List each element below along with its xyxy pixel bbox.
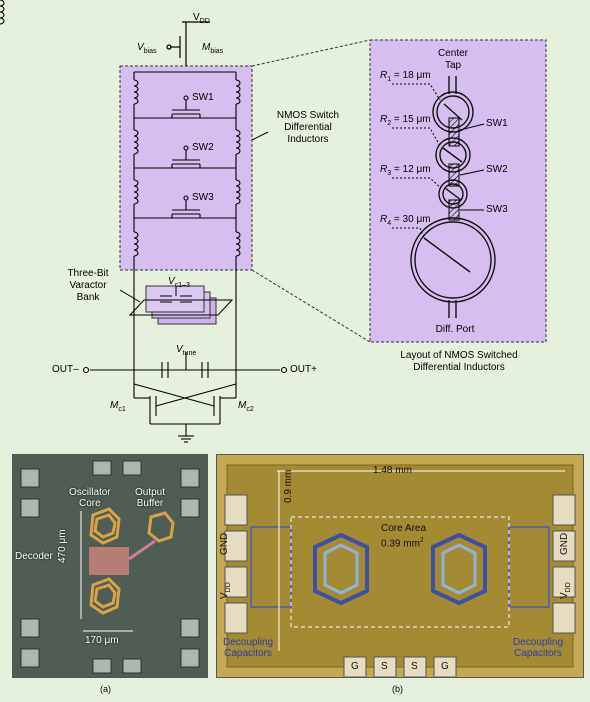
vc-label: Vc1–3 [168, 276, 190, 292]
connector-bottom [251, 269, 371, 343]
r1-text: R [380, 70, 388, 81]
pad-g-1: G [351, 661, 359, 672]
core-area-value: 0.39 mm2 [381, 535, 424, 549]
decoupling-right-label: Decoupling Capacitors [513, 637, 564, 659]
width-148-label: 1.48 mm [373, 465, 412, 476]
r2-label: R2 = 15 μm [380, 114, 431, 130]
vdd-left-label: VDD [219, 582, 234, 599]
out-minus-label: OUT– [52, 364, 79, 375]
nmos-switch-label: NMOS Switch Differential Inductors [276, 110, 340, 145]
sw1-label: SW1 [192, 92, 214, 103]
r3-text: R [380, 164, 388, 175]
radius-leaders [392, 83, 442, 239]
r2-value: = 15 μm [391, 114, 431, 125]
sw3-label: SW3 [192, 192, 214, 203]
varactor-bank [119, 285, 234, 325]
vdd-left-sub: DD [225, 582, 232, 593]
layout-panel [369, 39, 547, 343]
tune-network [82, 290, 288, 443]
sw3-bar [448, 199, 460, 221]
r1-label: R1 = 18 μm [380, 70, 431, 86]
r4-label: R4 = 30 μm [380, 214, 431, 230]
pad-s-2: S [411, 661, 418, 672]
vdd-right-text: V [559, 592, 570, 599]
r4-value: = 30 μm [391, 214, 431, 225]
vdd-label: VDD [193, 12, 210, 28]
vdd-left-text: V [219, 592, 230, 599]
varactor-bank-label: Three-Bit Varactor Bank [67, 268, 109, 303]
r3-sub: 3 [387, 170, 392, 177]
r3-label: R3 = 12 μm [380, 164, 431, 180]
chip-b-art [217, 455, 583, 677]
gnd-left-label: GND [219, 532, 230, 555]
decoder-label: Decoder [15, 551, 53, 562]
pad-s-1: S [381, 661, 388, 672]
r2-sub: 2 [387, 120, 392, 127]
vdd-right-sub: DD [565, 582, 572, 593]
chip-photo-a: Oscillator Core Output Buffer Decoder 47… [12, 454, 208, 678]
layout-sw3-label: SW3 [486, 204, 508, 215]
core-area-label: Core Area [381, 523, 427, 534]
caption-a: (a) [100, 684, 111, 694]
out-plus-label: OUT+ [290, 364, 317, 375]
connector-top [251, 39, 371, 67]
mc2-sub: c2 [246, 406, 254, 413]
height-09-label: 0.9 mm [283, 469, 294, 503]
inductor-coils [0, 0, 241, 290]
output-buffer-label: Output Buffer [135, 487, 166, 509]
mbias-label: Mbias [202, 42, 223, 58]
r2-text: R [380, 114, 388, 125]
mc1-sub: c1 [118, 406, 126, 413]
mbias-sub: bias [210, 48, 224, 55]
core-sup: 2 [419, 537, 424, 544]
r4-sub: 4 [387, 220, 392, 227]
vtune-sub: tune [182, 350, 197, 357]
chip-photo-b: 1.48 mm 0.9 mm Core Area 0.39 mm2 GND GN… [216, 454, 584, 678]
sw2-label: SW2 [192, 142, 214, 153]
r3-value: = 12 μm [391, 164, 431, 175]
pad-g-2: G [441, 661, 449, 672]
vbias-label: Vbias [137, 42, 157, 58]
r1-value: = 18 μm [391, 70, 431, 81]
sw1-bar [448, 117, 460, 147]
mc2-label: Mc2 [238, 400, 254, 416]
varactor-pointer [119, 289, 141, 303]
vdd-right-label: VDD [559, 582, 574, 599]
decoupling-left-label: Decoupling Capacitors [223, 637, 274, 659]
vc-text: V [168, 276, 175, 287]
bias-transistor [166, 21, 210, 66]
vtune-label: Vtune [176, 344, 196, 360]
layout-caption: Layout of NMOS Switched Differential Ind… [400, 350, 518, 373]
oscillator-core-label: Oscillator Core [69, 487, 111, 509]
caption-b: (b) [392, 684, 403, 694]
schematic-diagram [0, 0, 547, 443]
vbias-text: V [137, 42, 144, 53]
sw-leaders [459, 123, 485, 211]
layout-sw1-label: SW1 [486, 118, 508, 129]
mc2-text: M [238, 400, 247, 411]
diff-port-label: Diff. Port [435, 324, 475, 335]
r1-sub: 1 [387, 76, 392, 83]
vc-sub: c1–3 [174, 282, 190, 289]
sw2-bar [448, 163, 460, 187]
chip-a-art [13, 455, 207, 677]
gnd-right-label: GND [559, 532, 570, 555]
layout-sw2-label: SW2 [486, 164, 508, 175]
mc1-label: Mc1 [110, 400, 126, 416]
vbias-sub: bias [143, 48, 157, 55]
width-170-label: 170 μm [85, 635, 119, 646]
nmos-pointer [251, 131, 269, 141]
vdd-text: V [193, 12, 200, 23]
mbias-text: M [202, 42, 211, 53]
r4-text: R [380, 214, 388, 225]
vdd-sub: DD [199, 18, 210, 25]
mc1-text: M [110, 400, 119, 411]
height-470-label: 470 μm [57, 529, 68, 563]
vtune-text: V [176, 344, 183, 355]
core-value-text: 0.39 mm [381, 538, 420, 550]
center-tap-label: Center Tap [437, 48, 468, 71]
